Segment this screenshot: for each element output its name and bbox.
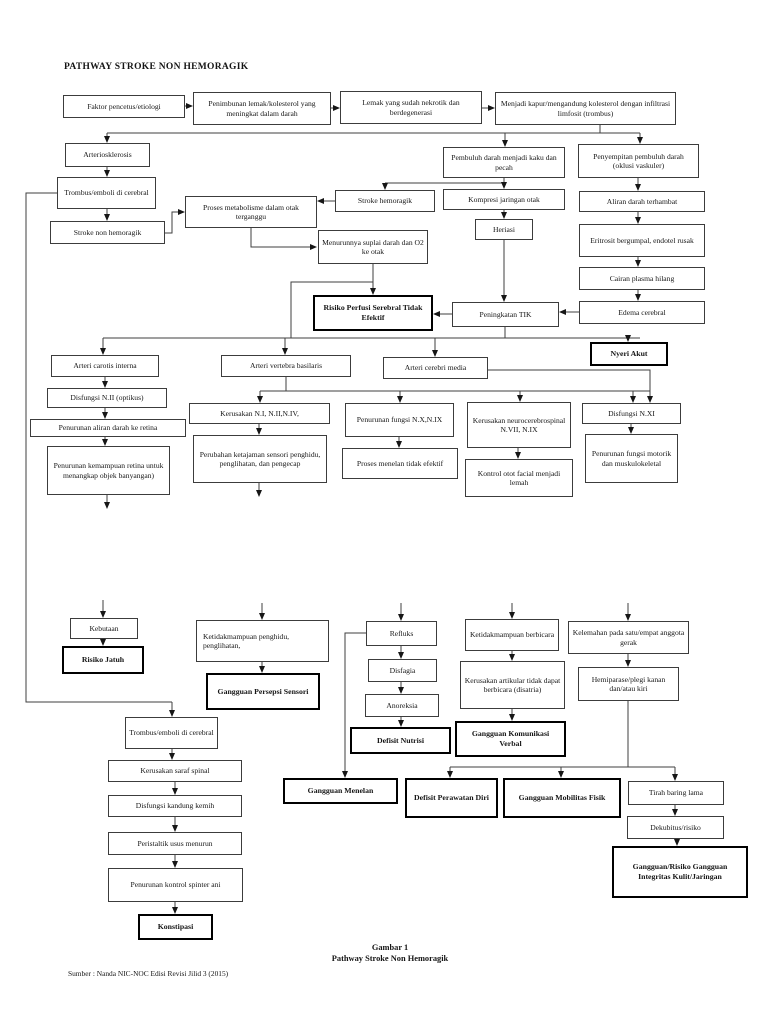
node-gangguan-mobilitas-fisik: Gangguan Mobilitas Fisik (503, 778, 621, 818)
node-arteri-vertebra: Arteri vertebra basilaris (221, 355, 351, 377)
node-gangguan-menelan: Gangguan Menelan (283, 778, 398, 804)
node-penurunan-fungsi-nx: Penurunan fungsi N.X,N.IX (345, 403, 454, 437)
node-kontrol-otot-facial: Kontrol otot facial menjadi lemah (465, 459, 573, 497)
node-stroke-non-hemoragik: Stroke non hemoragik (50, 221, 165, 244)
node-konstipasi: Konstipasi (138, 914, 213, 940)
node-refluks: Refluks (366, 621, 437, 646)
node-menjadi-kapur: Menjadi kapur/mengandung kolesterol deng… (495, 92, 676, 125)
node-faktor-pencetus: Faktor pencetus/etiologi (63, 95, 185, 118)
node-disfungsi-nxi: Disfungsi N.XI (582, 403, 681, 424)
node-penurunan-motorik: Penurunan fungsi motorik dan muskulokele… (585, 434, 678, 483)
node-arteri-carotis: Arteri carotis interna (51, 355, 159, 377)
node-kerusakan-neurocerebrospinal: Kerusakan neurocerebrospinal N.VII, N.IX (467, 402, 571, 448)
node-lemak-nekrotik: Lemak yang sudah nekrotik dan berdegener… (340, 91, 482, 124)
node-risiko-jatuh: Risiko Jatuh (62, 646, 144, 674)
node-disfagia: Disfagia (368, 659, 437, 682)
node-peristaltik-usus: Peristaltik usus menurun (108, 832, 242, 855)
node-penurunan-kemampuan-retina: Penurunan kemampuan retina untuk menangk… (47, 446, 170, 495)
figure-caption: Gambar 1 Pathway Stroke Non Hemoragik (290, 942, 490, 965)
node-penimbunan-lemak: Penimbunan lemak/kolesterol yang meningk… (193, 92, 331, 125)
node-kebutaan: Kebutaan (70, 618, 138, 639)
node-aliran-terhambat: Aliran darah terhambat (579, 191, 705, 212)
node-ketidakmampuan-berbicara: Ketidakmampuan berbicara (465, 619, 559, 651)
node-trombus-emboli-bawah: Trombus/emboli di cerebral (125, 717, 218, 749)
node-edema-cerebral: Edema cerebral (579, 301, 705, 324)
node-menurun-suplai: Menurunnya suplai darah dan O2 ke otak (318, 230, 428, 264)
node-disfungsi-n2: Disfungsi N.II (optikus) (47, 388, 167, 408)
node-arteriosklerosis: Arteriosklerosis (65, 143, 150, 167)
source-text: Sumber : Nanda NIC-NOC Edisi Revisi Jili… (68, 969, 229, 978)
node-anoreksia: Anoreksia (365, 694, 439, 717)
node-gangguan-integritas-kulit: Gangguan/Risiko Gangguan Integritas Kuli… (612, 846, 748, 898)
node-kerusakan-saraf-spinal: Kerusakan saraf spinal (108, 760, 242, 782)
node-penyempitan-pembuluh: Penyempitan pembuluh darah (oklusi vasku… (578, 144, 699, 178)
node-trombus-emboli-atas: Trombus/emboli di cerebral (57, 177, 156, 209)
node-tirah-baring: Tirah baring lama (628, 781, 724, 805)
node-hemiparase: Hemiparase/plegi kanan dan/atau kiri (578, 667, 679, 701)
node-eritrosit-bergumpal: Eritrosit bergumpal, endotel rusak (579, 224, 705, 257)
node-kelemahan-anggota-gerak: Kelemahan pada satu/empat anggota gerak (568, 621, 689, 654)
page-title: PATHWAY STROKE NON HEMORAGIK (64, 62, 249, 72)
node-risiko-perfusi-serebral: Risiko Perfusi Serebral Tidak Efektif (313, 295, 433, 331)
node-defisit-nutrisi: Defisit Nutrisi (350, 727, 451, 754)
node-arteri-cerebri: Arteri cerebri media (383, 357, 488, 379)
node-defisit-perawatan-diri: Defisit Perawatan Diri (405, 778, 498, 818)
node-kompresi-jaringan: Kompresi jaringan otak (443, 189, 565, 210)
figure-caption-line2: Pathway Stroke Non Hemoragik (331, 954, 449, 964)
node-stroke-hemoragik: Stroke hemoragik (335, 190, 435, 212)
node-kerusakan-n1: Kerusakan N.I, N.II,N.IV, (189, 403, 330, 424)
node-pembuluh-kaku: Pembuluh darah menjadi kaku dan pecah (443, 147, 565, 178)
node-perubahan-ketajaman: Perubahan ketajaman sensori penghidu, pe… (193, 435, 327, 483)
node-proses-menelan: Proses menelan tidak efektif (342, 448, 458, 479)
figure-caption-line1: Gambar 1 (371, 943, 409, 952)
node-gangguan-komunikasi-verbal: Gangguan Komunikasi Verbal (455, 721, 566, 757)
node-kerusakan-artikular: Kerusakan artikular tidak dapat berbicar… (460, 661, 565, 709)
node-dekubitus: Dekubitus/risiko (627, 816, 724, 839)
node-heriasi: Heriasi (475, 219, 533, 240)
node-disfungsi-kandung-kemih: Disfungsi kandung kemih (108, 795, 242, 817)
node-peningkatan-tik: Peningkatan TIK (452, 302, 559, 327)
node-penurunan-kontrol-spinter: Penurunan kontrol spinter ani (108, 868, 243, 902)
node-nyeri-akut: Nyeri Akut (590, 342, 668, 366)
node-penurunan-aliran-retina: Penurunan aliran darah ke retina (30, 419, 186, 437)
node-cairan-plasma: Cairan plasma hilang (579, 267, 705, 290)
node-gangguan-persepsi-sensori: Gangguan Persepsi Sensori (206, 673, 320, 710)
node-ketidakmampuan-penghidu: Ketidakmampuan penghidu, penglihatan, (196, 620, 329, 662)
node-proses-metabolisme: Proses metabolisme dalam otak terganggu (185, 196, 317, 228)
